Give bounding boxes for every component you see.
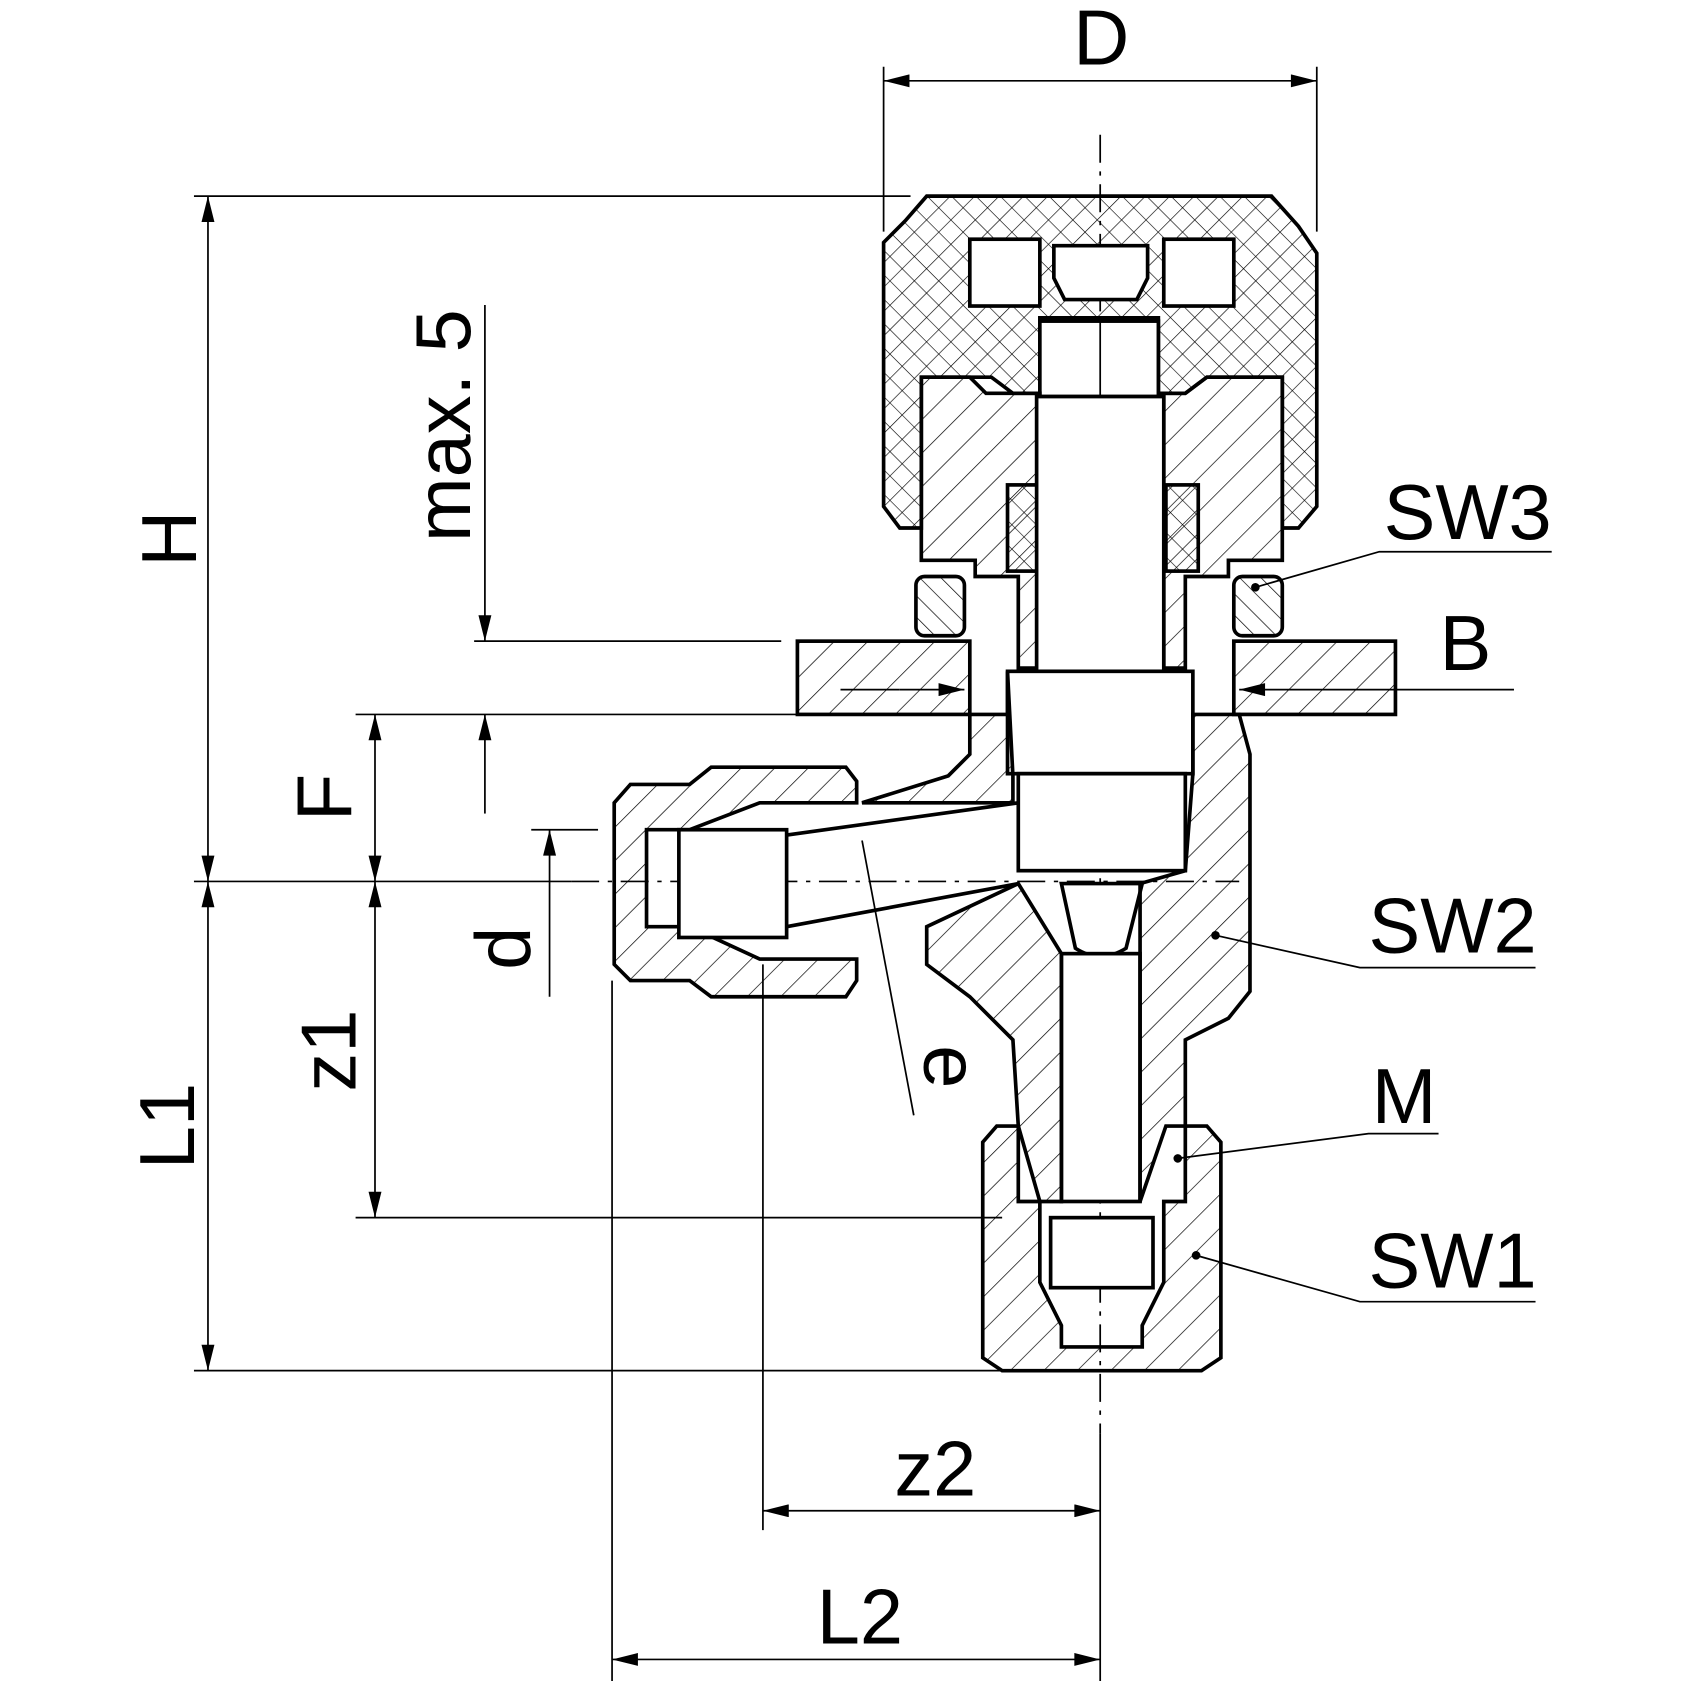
leader-lines <box>1173 550 1552 1303</box>
label-max5: max. 5 <box>401 309 487 542</box>
label-SW2: SW2 <box>1368 884 1536 970</box>
dimension-lines <box>193 66 1514 1681</box>
label-L2: L2 <box>817 1574 903 1660</box>
label-d: d <box>461 927 547 970</box>
label-F: F <box>282 774 368 821</box>
label-M: M <box>1372 1054 1437 1140</box>
stem <box>1005 394 1195 1204</box>
side-nut <box>612 765 1019 999</box>
label-SW3: SW3 <box>1384 470 1552 556</box>
label-H: H <box>127 511 213 567</box>
mounting-plate <box>795 639 1398 717</box>
bonnet <box>914 375 1285 670</box>
bottom-nut <box>980 1124 1223 1373</box>
label-B: B <box>1440 601 1492 687</box>
handwheel <box>881 194 1319 530</box>
label-e: e <box>908 1045 994 1088</box>
label-L1: L1 <box>125 1083 211 1169</box>
label-z1: z1 <box>287 1010 373 1092</box>
label-SW1: SW1 <box>1368 1219 1536 1305</box>
label-D: D <box>1073 0 1129 82</box>
label-z2: z2 <box>894 1427 976 1513</box>
